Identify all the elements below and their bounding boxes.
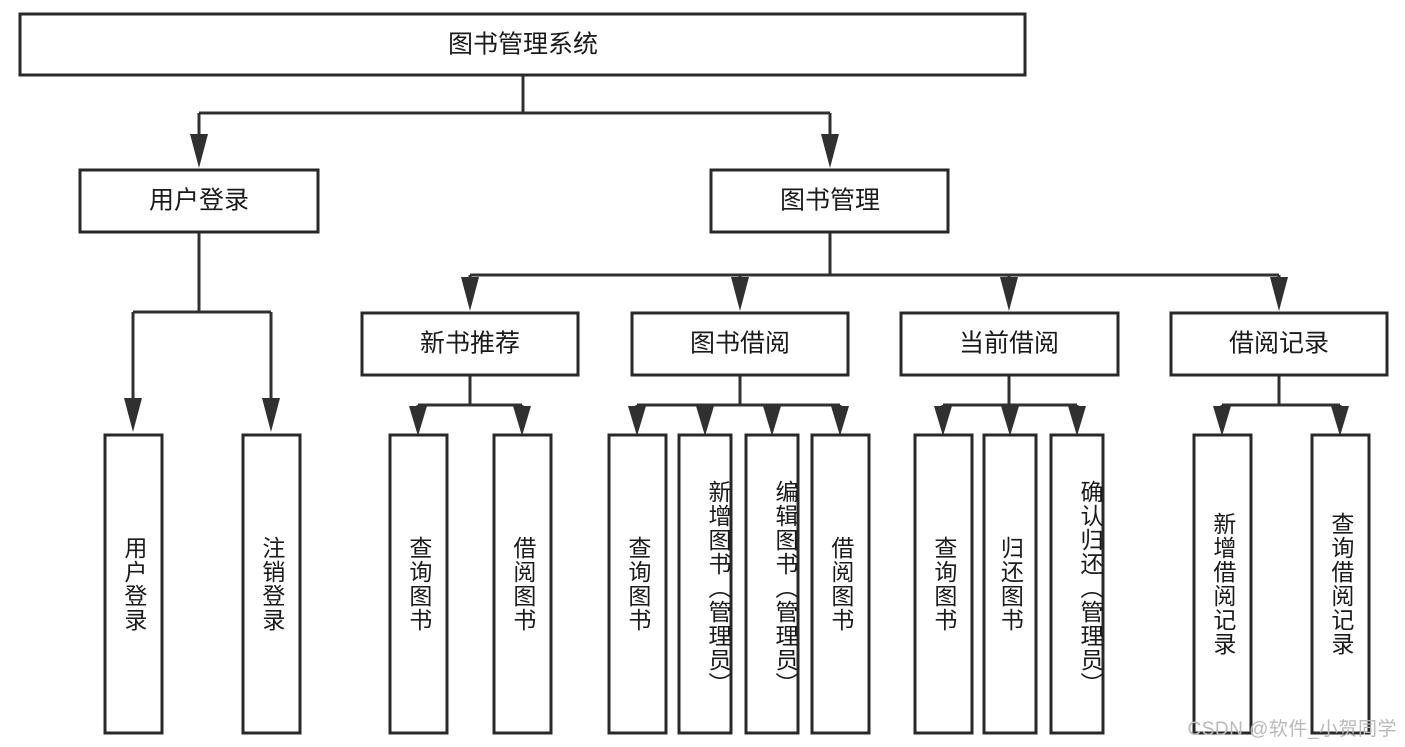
node-root-system[interactable]: 图书管理系统 [18, 12, 1027, 77]
node-book-borrow-label: 图书借阅 [690, 330, 790, 358]
node-current-borrow[interactable]: 当前借阅 [899, 311, 1120, 377]
node-book-management[interactable]: 图书管理 [709, 168, 950, 234]
node-book-management-label: 图书管理 [780, 187, 880, 215]
node-borrow-record-box[interactable] [1169, 311, 1389, 377]
arrowhead-leaf-borrow-book-1 [513, 406, 531, 436]
arrowhead-book-mgmt [821, 134, 839, 168]
arrowhead-leaf-query-record [1331, 406, 1349, 436]
arrowhead-new-book-recommend [461, 277, 479, 311]
node-borrow-record[interactable]: 借阅记录 [1169, 311, 1389, 377]
node-leaf-query-record-box[interactable] [1310, 433, 1371, 735]
arrowhead-leaf-user-login [124, 398, 142, 432]
arrowhead-borrow-record [1270, 277, 1288, 311]
node-user-login[interactable]: 用户登录 [78, 168, 320, 234]
node-user-login-box[interactable] [78, 168, 320, 234]
node-new-book-recommend-label: 新书推荐 [420, 330, 520, 358]
arrowhead-leaf-query-book-3 [934, 406, 952, 436]
node-leaf-edit-book-box[interactable] [744, 433, 800, 735]
connector-layer [124, 75, 1349, 436]
node-leaf-user-logout-box[interactable] [241, 433, 302, 735]
arrowhead-leaf-add-book [696, 406, 714, 436]
node-current-borrow-label: 当前借阅 [959, 330, 1059, 358]
arrowhead-current-borrow [1000, 277, 1018, 311]
node-leaf-borrow-book-2-box[interactable] [810, 433, 871, 735]
arrowhead-leaf-query-book-2 [628, 406, 646, 436]
arrowhead-leaf-return-book [1001, 406, 1019, 436]
arrowhead-leaf-borrow-book-2 [831, 406, 849, 436]
node-leaf-query-book-3-box[interactable] [913, 433, 974, 735]
arrowhead-book-borrow [731, 277, 749, 311]
arrowhead-leaf-confirm-return [1068, 406, 1086, 436]
node-book-management-box[interactable] [709, 168, 950, 234]
node-leaf-confirm-return-box[interactable] [1049, 433, 1105, 735]
arrowhead-leaf-user-logout [262, 398, 280, 432]
node-borrow-record-label: 借阅记录 [1229, 330, 1329, 358]
node-leaf-borrow-book-1-box[interactable] [492, 433, 553, 735]
node-new-book-recommend-box[interactable] [360, 311, 580, 377]
node-leaf-add-record-box[interactable] [1192, 433, 1253, 735]
node-new-book-recommend[interactable]: 新书推荐 [360, 311, 580, 377]
node-root-system-box[interactable] [18, 12, 1027, 77]
arrowhead-leaf-query-book-1 [409, 406, 427, 436]
csdn-watermark: CSDN @软件_小贺同学 [1187, 719, 1397, 740]
node-leaf-add-book-box[interactable] [677, 433, 733, 735]
node-current-borrow-box[interactable] [899, 311, 1120, 377]
node-leaf-return-book-box[interactable] [982, 433, 1038, 735]
node-leaf-query-book-2-box[interactable] [607, 433, 668, 735]
node-leaf-query-book-1-box[interactable] [388, 433, 449, 735]
node-user-login-label: 用户登录 [149, 187, 249, 215]
node-root-system-label: 图书管理系统 [448, 31, 598, 59]
arrowhead-leaf-edit-book [763, 406, 781, 436]
arrowhead-user-login [190, 134, 208, 168]
node-leaf-user-login-box[interactable] [103, 433, 164, 735]
arrowhead-leaf-add-record [1213, 406, 1231, 436]
node-book-borrow[interactable]: 图书借阅 [630, 311, 850, 377]
node-book-borrow-box[interactable] [630, 311, 850, 377]
